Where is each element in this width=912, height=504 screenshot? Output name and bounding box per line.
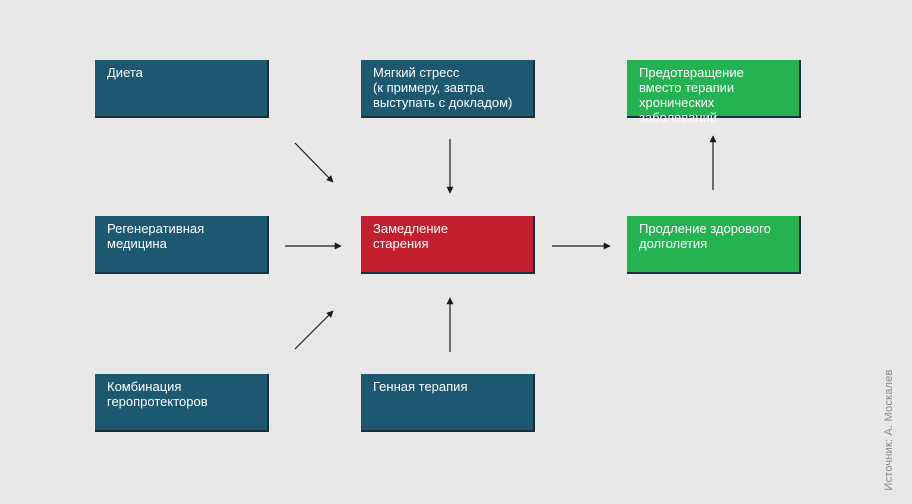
node-slow-aging: Замедление старения bbox=[361, 216, 535, 274]
node-mild-stress: Мягкий стресс (к примеру, завтра выступа… bbox=[361, 60, 535, 118]
arrow-combo-to-slow-aging bbox=[294, 310, 334, 350]
node-regenerative-medicine: Регенеративная медицина bbox=[95, 216, 269, 274]
arrow-diet-to-slow-aging bbox=[294, 142, 334, 183]
node-gene-therapy: Генная терапия bbox=[361, 374, 535, 432]
node-prevention: Предотвращение вместо терапии хронически… bbox=[627, 60, 801, 125]
source-credit: Источник: А. Москалев bbox=[883, 369, 895, 491]
node-diet: Диета bbox=[95, 60, 269, 118]
node-healthy-longevity: Продление здорового долголетия bbox=[627, 216, 801, 274]
node-geroprotector-combination: Комбинация геропротекторов bbox=[95, 374, 269, 432]
